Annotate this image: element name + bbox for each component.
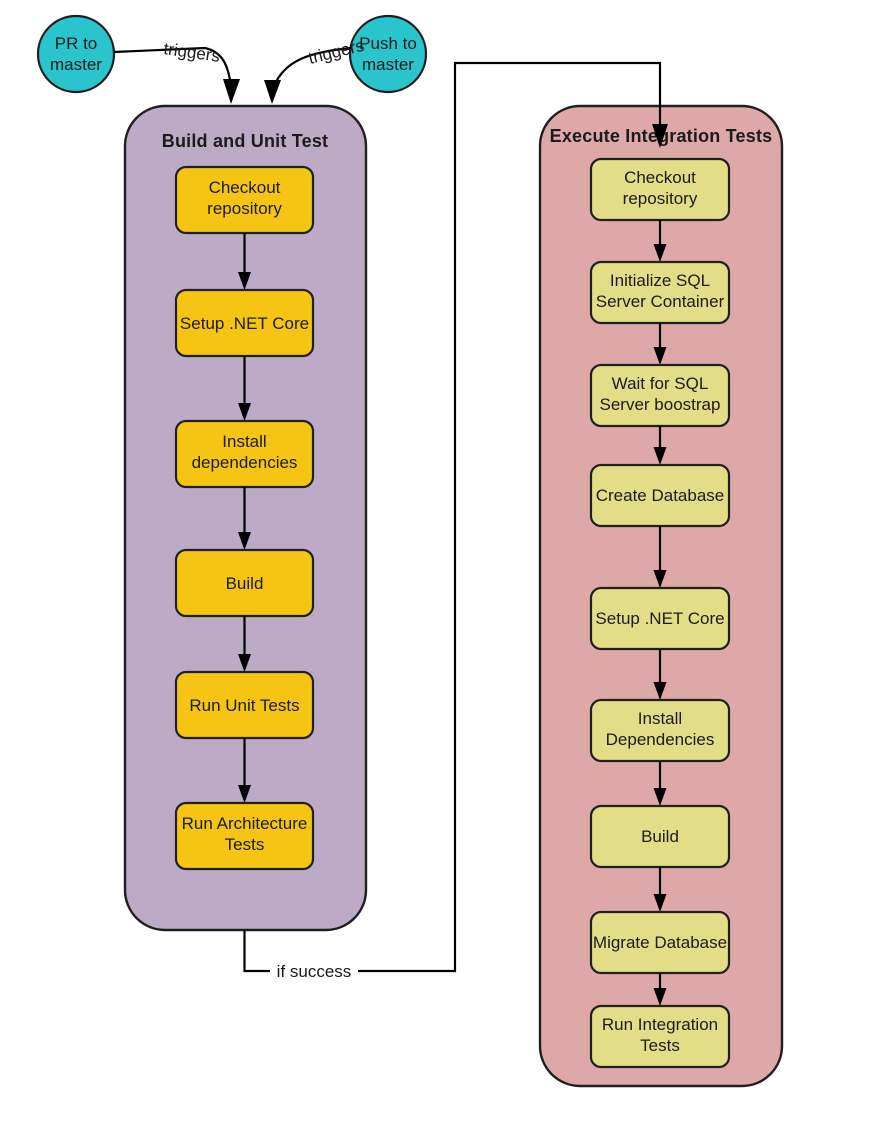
cluster-build-and-unit-test-title: Build and Unit Test [162,131,328,151]
arrow-head-icon [264,80,281,104]
node-it-run-integration-tests-rect [589,1004,731,1069]
node-it-create-db[interactable]: Create Database [589,463,731,528]
node-it-wait-sql-label-line2: Server boostrap [600,395,721,414]
node-bu-setup-dotnet-label-line1: Setup .NET Core [180,314,309,333]
arrow-head-icon [653,447,667,465]
node-it-install-deps-label-line2: Dependencies [606,730,715,749]
node-bu-run-arch-tests-label-line1: Run Architecture [182,814,308,833]
node-bu-build[interactable]: Build [174,548,315,618]
node-bu-install-deps-label-line1: Install [222,432,266,451]
arrow-head-icon [653,788,667,806]
edge-if-success-label: if success [277,962,352,981]
edge-pr-triggers-label: triggers [162,39,221,66]
node-bu-setup-dotnet[interactable]: Setup .NET Core [174,288,315,358]
node-bu-install-deps-label-line2: dependencies [192,453,298,472]
node-bu-run-unit-tests-label-line1: Run Unit Tests [189,696,299,715]
arrow-head-icon [238,272,251,290]
node-it-run-integration-tests[interactable]: Run Integration Tests [589,1004,731,1069]
edge-it-setup-to-install [653,649,667,700]
node-bu-checkout-label-line2: repository [207,199,282,218]
edge-it-create-db-to-setup [653,526,667,588]
trigger-node-pr-to-master-circle [36,14,116,94]
node-bu-install-deps[interactable]: Install dependencies [174,419,315,489]
node-bu-checkout[interactable]: Checkout repository [174,165,315,235]
edge-bu-unit-tests-to-arch-tests [238,738,251,803]
edge-it-wait-to-create-db [653,426,667,465]
node-it-build-label-line1: Build [641,827,679,846]
node-bu-build-label-line1: Build [226,574,264,593]
edge-pr-triggers-build: triggers [113,39,240,104]
arrow-head-icon [652,124,668,148]
arrow-head-icon [223,79,240,104]
node-it-checkout-label-line1: Checkout [624,168,696,187]
node-bu-run-unit-tests[interactable]: Run Unit Tests [174,670,315,740]
arrow-head-icon [653,347,667,365]
arrow-head-icon [653,244,667,262]
node-bu-run-arch-tests[interactable]: Run Architecture Tests [174,801,315,871]
node-bu-checkout-label-line1: Checkout [209,178,281,197]
edge-bu-build-to-unit-tests [238,616,251,672]
node-it-wait-sql-label-line1: Wait for SQL [612,374,709,393]
node-it-setup-dotnet-label-line1: Setup .NET Core [595,609,724,628]
trigger-node-push-to-master[interactable]: Push to master [348,14,428,94]
edge-it-init-to-wait [653,323,667,365]
arrow-head-icon [238,654,251,672]
node-it-init-sql-label-line1: Initialize SQL [610,271,710,290]
node-it-setup-dotnet[interactable]: Setup .NET Core [589,586,731,651]
node-it-build[interactable]: Build [589,804,731,869]
node-it-install-deps-label-line1: Install [638,709,682,728]
trigger-node-push-to-master-circle [348,14,428,94]
edge-bu-checkout-to-setup [238,233,251,290]
node-it-run-integration-tests-label-line2: Tests [640,1036,680,1055]
edge-it-migrate-to-run-integration [653,973,667,1006]
node-it-migrate-db[interactable]: Migrate Database [589,910,731,975]
node-it-init-sql-label-line2: Server Container [596,292,725,311]
arrow-head-icon [653,894,667,912]
trigger-node-push-to-master-label-line1: Push to [359,34,417,53]
edge-it-install-to-build [653,761,667,806]
trigger-node-pr-to-master-label-line2: master [50,55,102,74]
node-it-init-sql[interactable]: Initialize SQL Server Container [589,260,731,325]
arrow-head-icon [238,532,251,550]
node-it-run-integration-tests-label-line1: Run Integration [602,1015,718,1034]
node-it-create-db-label-line1: Create Database [596,486,725,505]
node-it-migrate-db-label-line1: Migrate Database [593,933,727,952]
arrow-head-icon [653,682,667,700]
trigger-node-pr-to-master-label-line1: PR to [55,34,98,53]
arrow-head-icon [238,785,251,803]
trigger-node-push-to-master-label-line2: master [362,55,414,74]
trigger-node-pr-to-master[interactable]: PR to master [36,14,116,94]
edge-if-success-label-backdrop [270,959,358,983]
edge-bu-setup-to-install [238,356,251,421]
arrow-head-icon [653,570,667,588]
node-bu-run-arch-tests-rect [174,801,315,871]
node-it-install-deps[interactable]: Install Dependencies [589,698,731,763]
edge-bu-install-to-build [238,487,251,550]
node-it-checkout[interactable]: Checkout repository [589,157,731,222]
node-bu-run-arch-tests-label-line2: Tests [225,835,265,854]
arrow-head-icon [238,403,251,421]
arrow-head-icon [653,988,667,1006]
edge-it-build-to-migrate [653,867,667,912]
edge-if-success: if success [243,61,668,983]
edge-push-triggers-build: triggers [264,36,366,104]
edge-it-checkout-to-init-sql [653,220,667,262]
node-it-checkout-label-line2: repository [623,189,698,208]
node-it-wait-sql[interactable]: Wait for SQL Server boostrap [589,363,731,428]
